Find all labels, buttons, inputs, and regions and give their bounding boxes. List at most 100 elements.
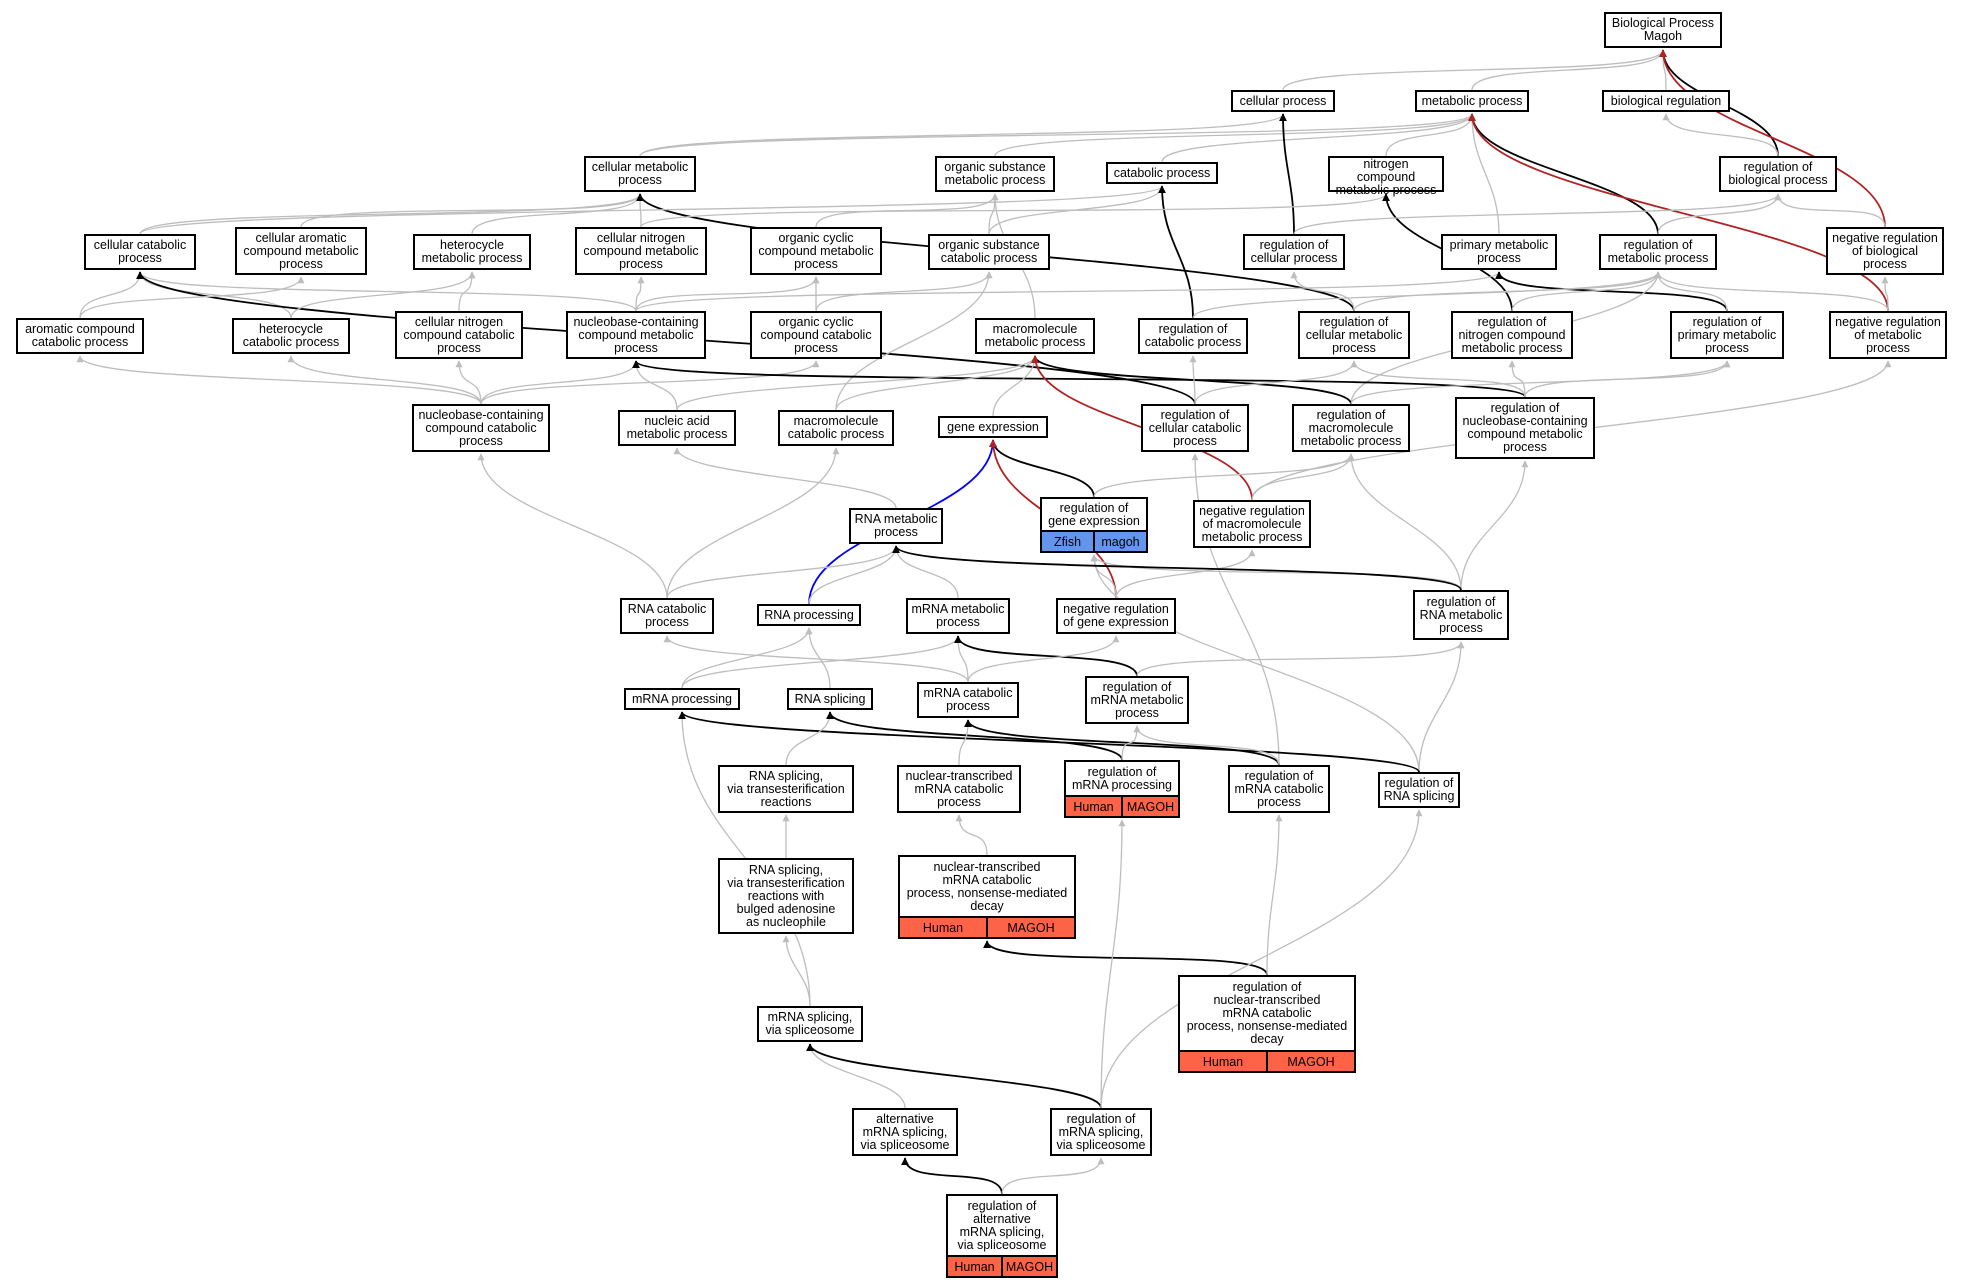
term-label: negative regulation of biological proces… [1832,230,1938,271]
go-term-cncmp[interactable]: cellular nitrogen compound metabolic pro… [575,227,707,275]
term-label: organic substance metabolic process [944,160,1046,187]
go-term-rmrnamp[interactable]: regulation of mRNA metabolic process [1085,676,1189,724]
edge-grey-mrnap-to-rnap [681,627,813,689]
go-term-nmd[interactable]: nuclear-transcribed mRNA catabolic proce… [898,855,1076,939]
go-term-ramrnas[interactable]: regulation of alternative mRNA splicing,… [946,1194,1058,1278]
go-term-rcellp[interactable]: regulation of cellular process [1243,234,1345,270]
go-term-mmp[interactable]: macromolecule metabolic process [975,318,1095,354]
term-label: regulation of nitrogen compound metaboli… [1458,314,1566,355]
go-term-rnas[interactable]: RNA splicing [787,688,873,710]
go-term-mp[interactable]: metabolic process [1415,90,1529,112]
go-term-osmp[interactable]: organic substance metabolic process [935,156,1055,192]
go-term-amrnas[interactable]: alternative mRNA splicing, via spliceoso… [852,1108,958,1156]
go-term-ntmcp[interactable]: nuclear-transcribed mRNA catabolic proce… [897,765,1021,813]
go-term-ncmp[interactable]: nitrogen compound metabolic process [1328,156,1444,197]
go-term-cnccp[interactable]: cellular nitrogen compound catabolic pro… [395,311,523,359]
go-term-bp[interactable]: Biological Process Magoh [1604,12,1722,48]
go-term-pmp[interactable]: primary metabolic process [1441,234,1557,270]
go-term-rmp[interactable]: regulation of metabolic process [1599,234,1717,270]
edge-grey-rmrnass-to-rmrnap [1100,819,1126,1109]
go-term-oscp[interactable]: organic substance catabolic process [928,234,1050,270]
edge-grey-mcp-to-oscp [835,271,993,411]
go-term-rcmp[interactable]: regulation of cellular metabolic process [1298,311,1410,359]
term-label: macromolecule metabolic process [984,322,1086,349]
go-term-rnastr[interactable]: RNA splicing, via transesterification re… [718,765,854,813]
go-term-mrnap[interactable]: mRNA processing [624,688,740,710]
go-term-rnastrb[interactable]: RNA splicing, via transesterification re… [718,858,854,934]
go-term-mcp[interactable]: macromolecule catabolic process [778,410,894,446]
gene-label: MAGOH [1001,1257,1056,1276]
go-term-rncmp[interactable]: regulation of nitrogen compound metaboli… [1451,311,1573,359]
go-term-mrnass[interactable]: mRNA splicing, via spliceosome [757,1006,863,1042]
go-term-ccp[interactable]: cellular catabolic process [84,234,196,270]
edge-grey-mrnacp-to-nrge [967,635,1120,683]
edge-black-rmp-to-mp [1468,113,1659,235]
go-term-accp[interactable]: aromatic compound catabolic process [16,318,144,354]
edge-black-rmrnamp-to-mrnamp [954,635,1138,677]
go-term-nbcccp[interactable]: nucleobase-containing compound catabolic… [412,404,550,452]
edge-grey-rnas-to-rnap [805,627,831,689]
go-term-rnacp[interactable]: RNA catabolic process [620,598,714,634]
go-term-nrge[interactable]: negative regulation of gene expression [1056,598,1176,634]
edge-grey-nrbp-to-rbp [1774,193,1886,228]
go-term-rmrnass[interactable]: regulation of mRNA splicing, via spliceo… [1050,1108,1152,1156]
go-term-hmp[interactable]: heterocycle metabolic process [413,234,531,270]
edge-grey-rbp-to-br [1662,113,1779,157]
edge-grey-rmrnap-to-rmrnamp [1121,725,1141,761]
edge-grey-nrmmp-to-rmmp [1251,453,1355,501]
term-label: regulation of biological process [1728,160,1828,187]
go-term-cacmp[interactable]: cellular aromatic compound metabolic pro… [235,227,367,275]
edge-grey-nrmp-to-nrbp [1881,276,1889,312]
go-term-occcp[interactable]: organic cyclic compound catabolic proces… [750,311,882,359]
go-term-rrnamp[interactable]: regulation of RNA metabolic process [1413,590,1509,640]
go-term-rrnas[interactable]: regulation of RNA splicing [1378,772,1460,808]
term-label: regulation of primary metabolic process [1677,314,1777,355]
edge-grey-mcp-to-mmp [835,355,1039,411]
go-term-ge[interactable]: gene expression [938,416,1048,438]
edge-grey-nbcccp-to-accp [76,355,482,405]
edge-grey-rccp-to-rcatp [1189,355,1197,405]
edge-grey-rmmp-to-rpmp [1350,360,1731,405]
term-label: RNA splicing [794,691,866,706]
term-label: regulation of catabolic process [1144,322,1242,349]
go-term-mrnacp[interactable]: mRNA catabolic process [917,682,1019,718]
term-label: alternative mRNA splicing, via spliceoso… [860,1111,950,1152]
go-term-cmp[interactable]: cellular metabolic process [584,156,696,192]
go-term-rcatp[interactable]: regulation of catabolic process [1138,318,1248,354]
go-term-rpmp[interactable]: regulation of primary metabolic process [1670,311,1784,359]
go-term-hcp[interactable]: heterocycle catabolic process [232,318,350,354]
go-term-occmp[interactable]: organic cyclic compound metabolic proces… [750,227,882,275]
go-term-catp[interactable]: catabolic process [1106,162,1218,184]
go-term-mrnamp[interactable]: mRNA metabolic process [906,598,1010,634]
go-term-nbccmp[interactable]: nucleobase-containing compound metabolic… [566,311,706,359]
edge-black-rcellp-to-cp [1279,113,1295,235]
go-term-rnbcc[interactable]: regulation of nucleobase-containing comp… [1455,397,1595,459]
edge-grey-hcp-to-ccp [136,271,292,319]
edge-grey-osmp-to-mp [994,113,1476,157]
edge-grey-amrnas-to-mrnass [806,1043,906,1109]
go-term-cp[interactable]: cellular process [1231,90,1335,112]
go-term-nrbp[interactable]: negative regulation of biological proces… [1826,227,1944,275]
edge-grey-ccp-to-cmp [139,193,644,235]
go-term-br[interactable]: biological regulation [1602,90,1730,112]
edge-grey-accp-to-cacmp [79,276,305,319]
edge-grey-nrge-to-nrmmp [1115,549,1256,599]
go-term-rmmp[interactable]: regulation of macromolecule metabolic pr… [1292,404,1410,452]
go-term-rccp[interactable]: regulation of cellular catabolic process [1141,404,1249,452]
go-term-nrmp[interactable]: negative regulation of metabolic process [1829,311,1947,359]
go-term-rbp[interactable]: regulation of biological process [1719,156,1837,192]
edge-grey-rnastr-to-rnas [785,711,834,766]
go-term-namp[interactable]: nucleic acid metabolic process [618,410,736,446]
go-term-nrmmp[interactable]: negative regulation of macromolecule met… [1193,500,1311,548]
go-term-rnamp[interactable]: RNA metabolic process [849,508,943,544]
term-label: nucleobase-containing compound catabolic… [418,407,544,448]
go-term-rnmd[interactable]: regulation of nuclear-transcribed mRNA c… [1178,975,1356,1073]
go-term-rnap[interactable]: RNA processing [757,604,861,626]
edge-grey-rrnamp-to-rnbcc [1460,460,1529,591]
go-term-rmrnacp[interactable]: regulation of mRNA catabolic process [1228,765,1330,813]
term-label: organic cyclic compound catabolic proces… [760,314,872,355]
